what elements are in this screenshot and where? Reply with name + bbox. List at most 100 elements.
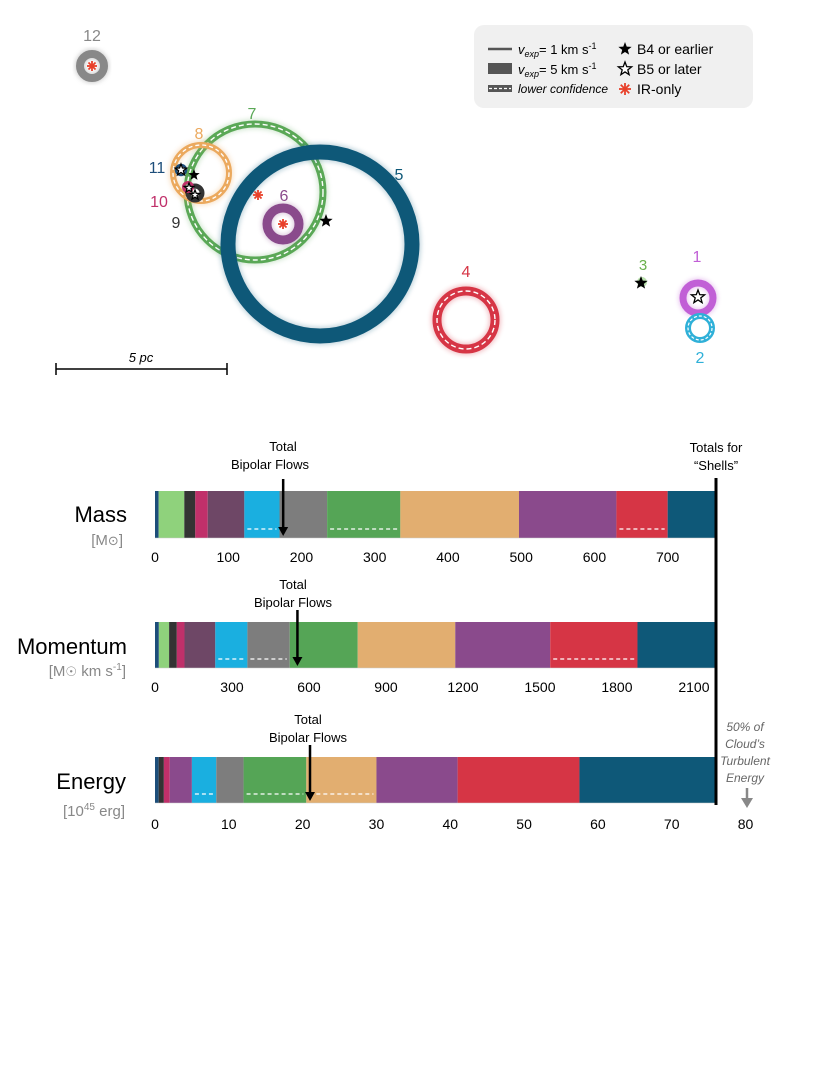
bar-segment xyxy=(158,491,185,538)
bar-segment xyxy=(579,757,716,803)
bipolar-arrow-head xyxy=(292,657,303,666)
legend-stars xyxy=(616,42,634,95)
tick-label: 900 xyxy=(374,679,398,695)
shell-12: 12 xyxy=(75,28,109,83)
bar-segment xyxy=(158,757,164,803)
shell-8: 8 xyxy=(168,126,234,206)
cloud-label-4: Energy xyxy=(726,771,765,785)
legend-vexp-1-v: v xyxy=(518,42,526,57)
shell-label-3: 3 xyxy=(639,257,647,274)
tick-label: 1200 xyxy=(447,679,478,695)
momentum-unit: [M☉ km s-1] xyxy=(49,662,126,680)
energy-title: Energy xyxy=(56,769,126,794)
tick-label: 0 xyxy=(151,549,159,565)
star-ir-12 xyxy=(87,61,97,71)
cloud-label-2: Cloud’s xyxy=(725,737,765,751)
star-ir-6 xyxy=(278,219,288,229)
bar-segment xyxy=(376,757,458,803)
legend-vexp-5-rest: = 5 km s xyxy=(539,62,589,77)
tick-label: 300 xyxy=(363,549,387,565)
mass-unit: [M⊙] xyxy=(91,532,123,549)
tick-label: 40 xyxy=(442,816,458,832)
tick-label: 80 xyxy=(738,816,754,832)
energy-unit: [1045 erg] xyxy=(63,802,125,820)
shell-label-9: 9 xyxy=(172,215,181,232)
bar-segment xyxy=(176,622,185,668)
legend-vexp-5-sup: -1 xyxy=(589,61,597,71)
shell-5: 5 xyxy=(219,143,421,345)
shell-2: 2 xyxy=(685,313,715,367)
bar-segment xyxy=(455,622,551,668)
bar-segment xyxy=(279,491,328,538)
tick-label: 700 xyxy=(656,549,680,565)
mass-bipolar-label-2: Bipolar Flows xyxy=(231,457,310,472)
star-b5-9 xyxy=(188,188,202,201)
bar-segment xyxy=(169,622,177,668)
legend-thick-swatch xyxy=(488,63,512,74)
tick-label: 100 xyxy=(217,549,241,565)
bar-segment xyxy=(184,622,216,668)
bar-segment xyxy=(195,491,208,538)
shell-label-1: 1 xyxy=(693,249,702,266)
legend-vexp-5: vexp= 5 km s-1 xyxy=(518,61,597,79)
bar-segment xyxy=(207,491,245,538)
tick-label: 0 xyxy=(151,679,159,695)
momentum-bipolar-label-1: Total xyxy=(279,577,307,592)
tick-label: 400 xyxy=(436,549,460,565)
legend-ir: IR-only xyxy=(637,81,681,97)
legend: vexp= 1 km s-1 vexp= 5 km s-1 lower conf… xyxy=(474,25,753,108)
bar-segment xyxy=(158,622,170,668)
bar-segment xyxy=(247,622,290,668)
tick-label: 600 xyxy=(583,549,607,565)
legend-vexp-5-sub: exp xyxy=(525,69,540,79)
tick-label: 1500 xyxy=(524,679,555,695)
bar-segment xyxy=(667,491,716,538)
tick-label: 20 xyxy=(295,816,311,832)
shell-4: 4 xyxy=(431,264,501,355)
bar-segment xyxy=(550,622,638,668)
tick-label: 200 xyxy=(290,549,314,565)
star-open-icon xyxy=(616,60,634,77)
legend-vexp-1: vexp= 1 km s-1 xyxy=(518,41,597,59)
tick-label: 300 xyxy=(220,679,244,695)
shell-label-5: 5 xyxy=(395,167,404,184)
bar-segment xyxy=(327,491,401,538)
map-stars xyxy=(87,61,707,305)
tick-label: 60 xyxy=(590,816,606,832)
cloud-label-3: Turbulent xyxy=(720,754,770,768)
shell-label-12: 12 xyxy=(83,28,101,45)
bar-segment xyxy=(184,491,196,538)
tick-label: 30 xyxy=(369,816,385,832)
bar-segment xyxy=(243,757,307,803)
star-b5-11 xyxy=(173,162,189,177)
bar-segment xyxy=(155,622,159,668)
bar-segment xyxy=(357,622,456,668)
tick-label: 70 xyxy=(664,816,680,832)
legend-vexp-1-sub: exp xyxy=(525,49,540,59)
tick-label: 0 xyxy=(151,816,159,832)
tick-label: 2100 xyxy=(678,679,709,695)
star-b4-5 xyxy=(319,214,333,227)
star-filled-icon xyxy=(618,42,632,55)
legend-vexp-1-rest: = 1 km s xyxy=(539,42,589,57)
mass-bipolar-label-1: Total xyxy=(269,439,297,454)
bipolar-arrow-head xyxy=(305,792,316,801)
bar-segment xyxy=(163,757,170,803)
momentum-bipolar-label-2: Bipolar Flows xyxy=(254,595,333,610)
momentum-title: Momentum xyxy=(17,634,127,659)
bar-segment xyxy=(191,757,217,803)
bar-segment xyxy=(518,491,617,538)
shell-label-7: 7 xyxy=(248,106,257,123)
shell-map: 12 7 8 5 6 9 xyxy=(55,28,718,375)
bar-segment xyxy=(289,622,358,668)
mass-bars xyxy=(155,479,716,538)
scale-bar-label: 5 pc xyxy=(129,350,154,365)
momentum-bars xyxy=(155,610,716,668)
star-b5-1 xyxy=(689,288,707,305)
legend-b4: B4 or earlier xyxy=(637,41,714,57)
cloud-label-1: 50% of xyxy=(726,720,765,734)
